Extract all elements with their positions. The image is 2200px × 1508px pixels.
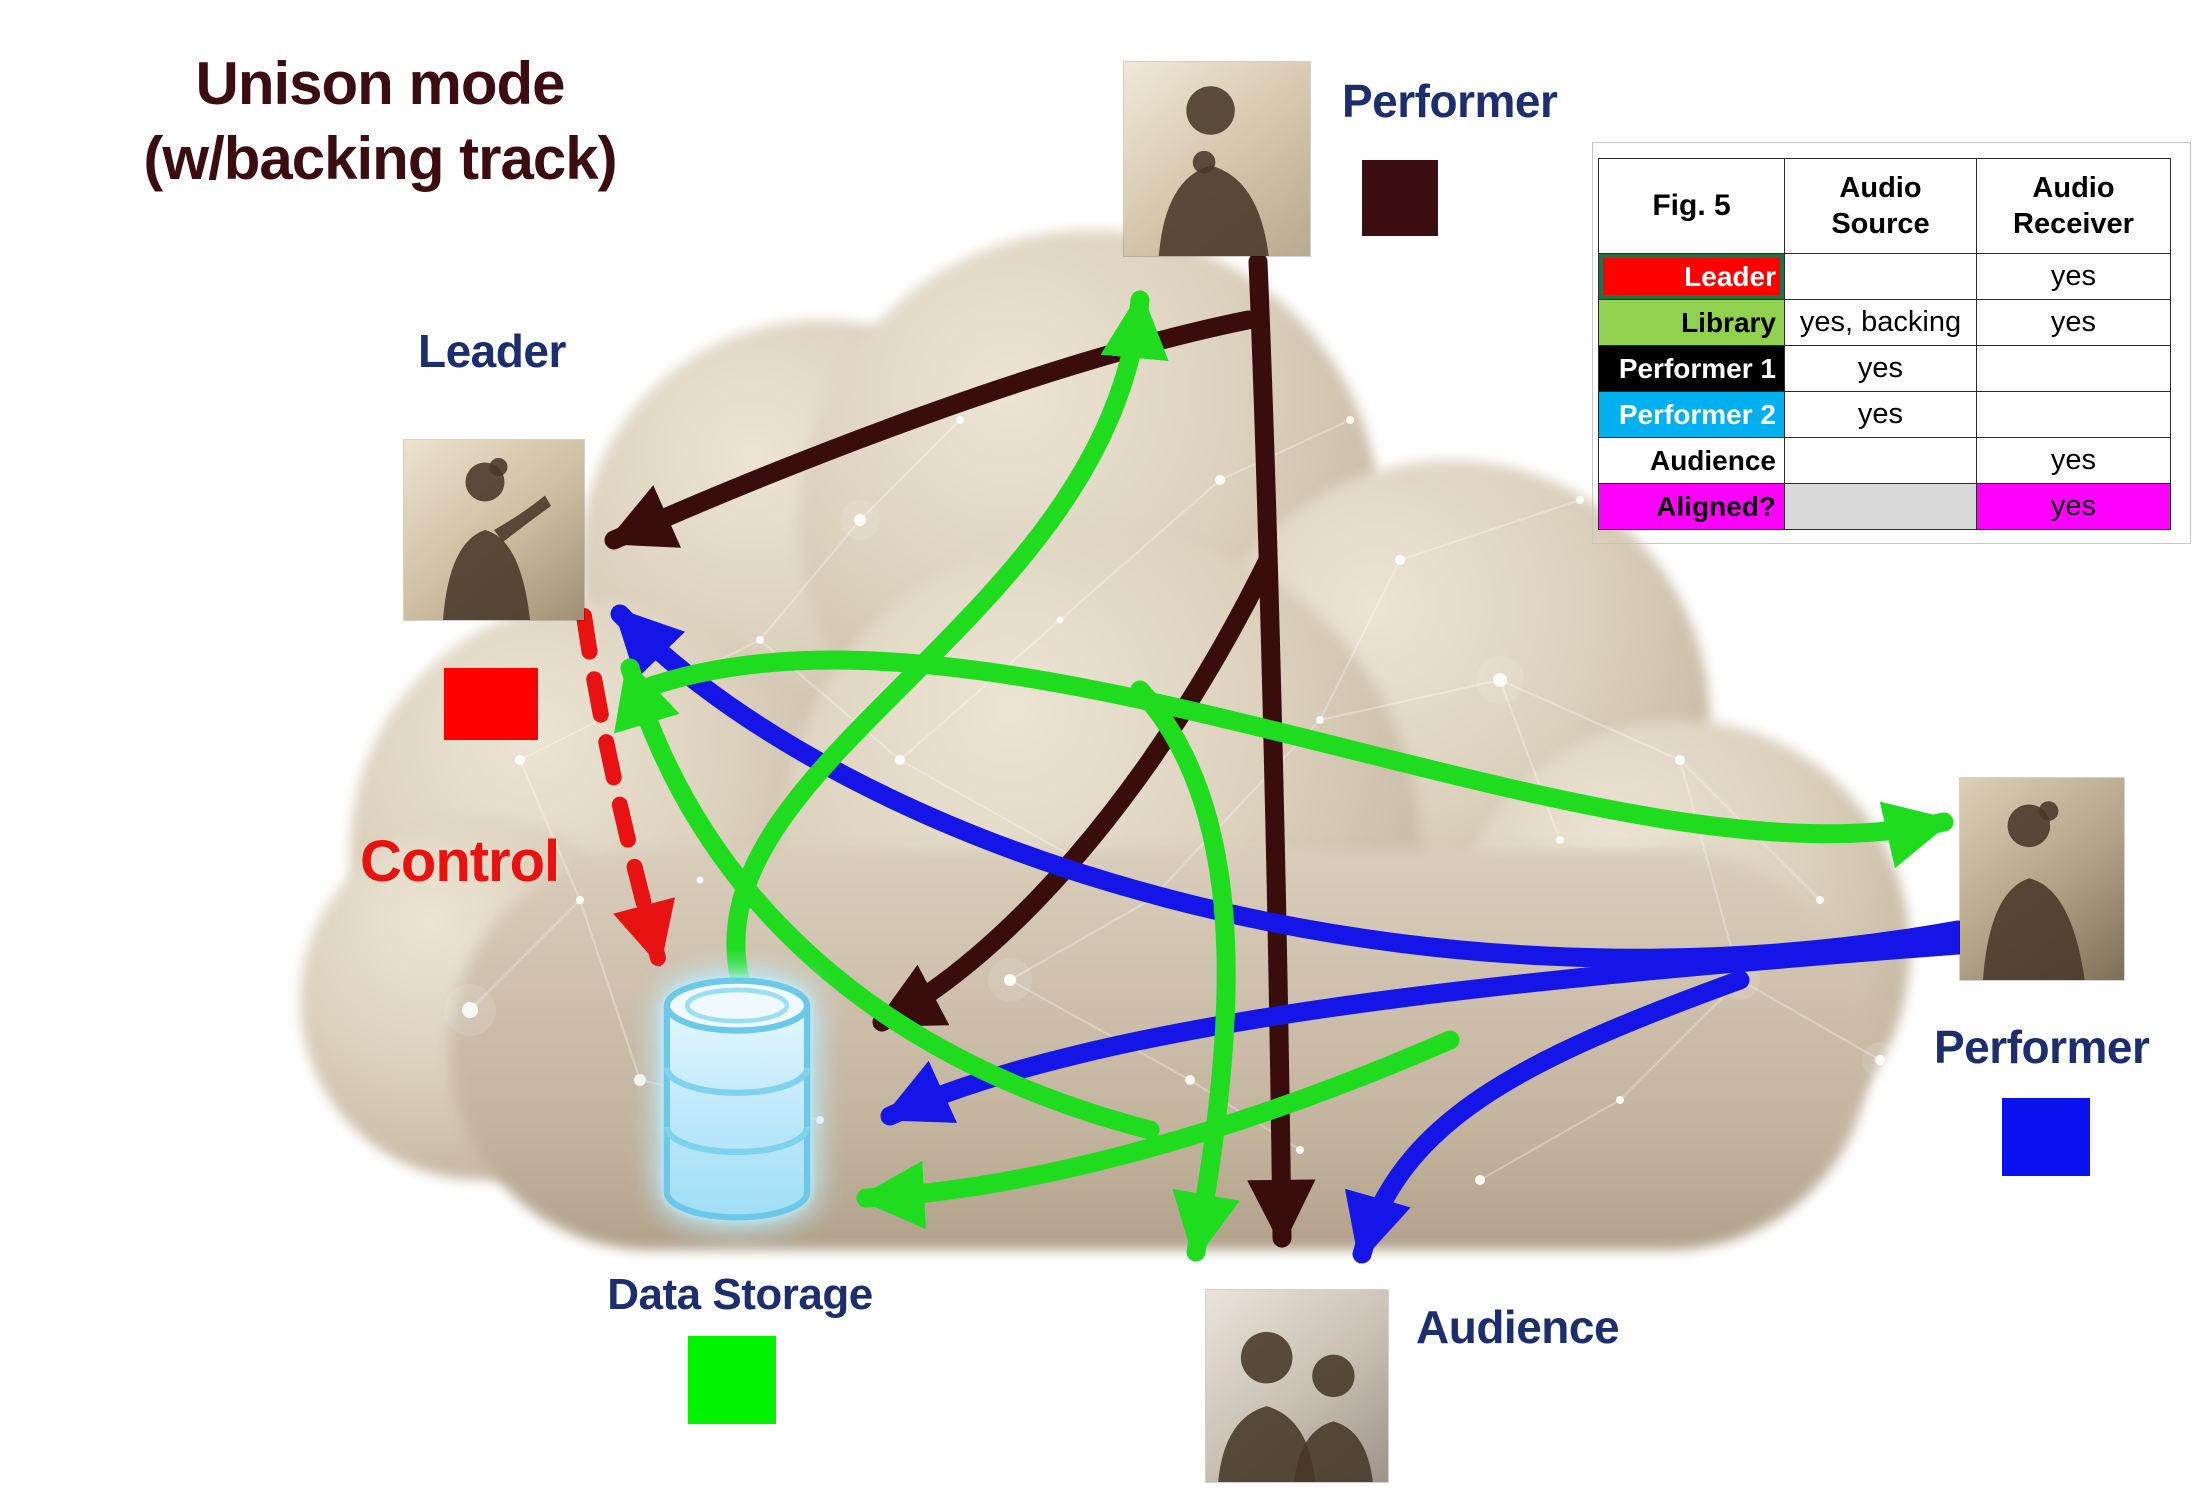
blue-stream-to-audience: [1345, 970, 1750, 1264]
table-row-aligned: Aligned? yes: [1598, 483, 2171, 530]
cell-aligned-source[interactable]: [1784, 483, 1977, 530]
performer2-photo: [1960, 778, 2124, 980]
performer1-photo: [1124, 62, 1310, 256]
cell-aligned-label[interactable]: Aligned?: [1598, 483, 1785, 530]
dark-stream-performer1-to-leader: [604, 310, 1258, 550]
cell-audience-receiver[interactable]: yes: [1976, 437, 2171, 484]
table-row-library: Library yes, backing yes: [1598, 299, 2171, 346]
singer-silhouette-icon: [1158, 86, 1269, 256]
page-title: Unison mode (w/backing track): [80, 46, 680, 196]
table-row-performer2: Performer 2 yes: [1598, 391, 2171, 438]
fig5-table: Fig. 5 Audio Source Audio Receiver Leade…: [1592, 142, 2191, 544]
cell-performer1-receiver[interactable]: [1976, 345, 2171, 392]
cell-leader-label[interactable]: Leader: [1598, 253, 1785, 300]
dark-stream-performer1-to-storage: [872, 550, 1278, 1032]
table-row-leader: Leader yes: [1598, 253, 2171, 300]
audience-silhouette-icon: [1218, 1331, 1373, 1482]
leader-photo: [404, 440, 584, 620]
table-header-row: Fig. 5 Audio Source Audio Receiver: [1598, 158, 2171, 254]
leader-color-swatch: [444, 668, 538, 740]
col-audio-receiver: Audio Receiver: [1976, 158, 2171, 254]
cell-leader-source[interactable]: [1784, 253, 1977, 300]
cell-performer2-receiver[interactable]: [1976, 391, 2171, 438]
green-stream-to-performer2: [630, 650, 1955, 869]
cell-audience-label[interactable]: Audience: [1598, 437, 1785, 484]
cell-library-source[interactable]: yes, backing: [1784, 299, 1977, 346]
performer2-label: Performer: [1934, 1021, 2150, 1073]
audience-photo: [1206, 1290, 1388, 1482]
leader-label: Leader: [418, 325, 566, 377]
data-storage-label: Data Storage: [607, 1270, 873, 1319]
col-audio-source: Audio Source: [1784, 158, 1977, 254]
data-storage-color-swatch: [688, 1336, 776, 1424]
performer1-label: Performer: [1342, 75, 1558, 127]
table-caption: Fig. 5: [1598, 158, 1785, 254]
database-icon: [663, 977, 811, 1221]
cell-audience-source[interactable]: [1784, 437, 1977, 484]
page-title-line2: (w/backing track): [143, 125, 617, 192]
conductor-silhouette-icon: [443, 458, 551, 620]
singer-silhouette-icon: [1982, 801, 2085, 980]
performer2-color-swatch: [2002, 1098, 2090, 1176]
dark-stream-performer1-to-audience: [1247, 252, 1316, 1249]
green-stream-to-storage: [855, 1030, 1460, 1230]
cell-leader-receiver[interactable]: yes: [1976, 253, 2171, 300]
cell-aligned-receiver[interactable]: yes: [1976, 483, 2171, 530]
performer1-color-swatch: [1362, 160, 1438, 236]
cell-library-label[interactable]: Library: [1598, 299, 1785, 346]
control-label: Control: [360, 829, 560, 894]
cell-performer2-label[interactable]: Performer 2: [1598, 391, 1785, 438]
green-stream-to-leader: [614, 658, 1160, 1140]
table-row-audience: Audience yes: [1598, 437, 2171, 484]
audience-label: Audience: [1416, 1301, 1620, 1353]
cell-performer2-source[interactable]: yes: [1784, 391, 1977, 438]
green-stream-to-audience: [1130, 680, 1240, 1263]
cell-performer1-label[interactable]: Performer 1: [1598, 345, 1785, 392]
cell-performer1-source[interactable]: yes: [1784, 345, 1977, 392]
cell-library-receiver[interactable]: yes: [1976, 299, 2171, 346]
page-title-line1: Unison mode: [195, 50, 565, 117]
table-row-performer1: Performer 1 yes: [1598, 345, 2171, 392]
